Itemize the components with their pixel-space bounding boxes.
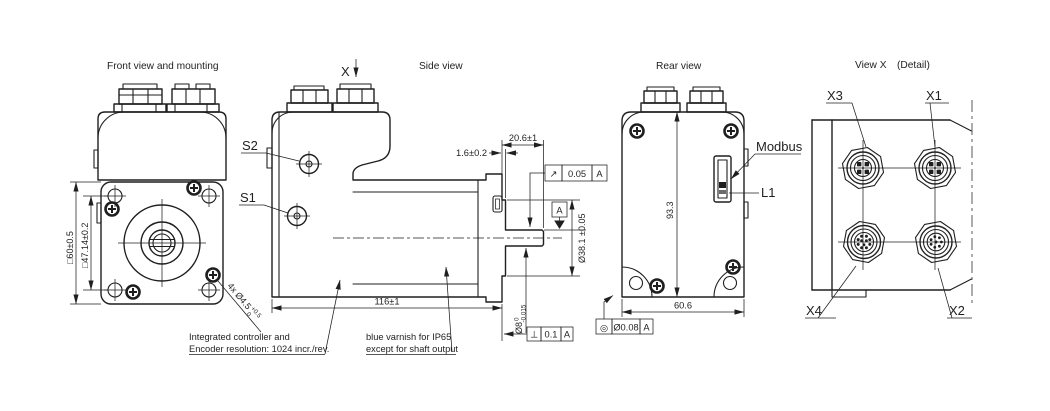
- rear-view: Rear view: [595, 61, 803, 335]
- gdt-concentricity-frame: ◎ Ø0.08 A: [595, 295, 654, 335]
- led-label: L1: [761, 185, 775, 200]
- side-tab: [743, 201, 749, 219]
- svg-text:A: A: [564, 330, 571, 340]
- m12-connector-icon: [286, 85, 333, 113]
- connector-x1: [913, 146, 957, 190]
- svg-text:0.05: 0.05: [568, 169, 586, 179]
- rear-dimensions: 93.3 60.6 ◎ Ø0.08 A: [595, 111, 745, 335]
- dim-height: 93.3: [665, 201, 675, 219]
- m12-connector-icon: [113, 83, 167, 113]
- connector-label-x4: X4: [806, 303, 822, 318]
- rotary-switch-s2: [296, 151, 322, 177]
- view-x-detail: View X (Detail): [805, 60, 973, 319]
- switch-label-s2: S2: [242, 138, 258, 153]
- detail-title: View X: [855, 60, 887, 71]
- side-outline: [271, 111, 545, 303]
- note-line: Encoder resolution: 1024 incr./rev.: [189, 344, 329, 354]
- runout-icon: ↗: [550, 169, 558, 179]
- note-line: except for shaft output: [366, 344, 458, 354]
- mounting-holes: [104, 185, 220, 301]
- m12-connector-icon: [640, 86, 681, 113]
- svg-text:A: A: [596, 169, 603, 179]
- svg-text:A: A: [643, 323, 650, 333]
- mounting-flange: [100, 181, 224, 305]
- side-tab: [743, 148, 749, 167]
- dim-pilot-dia: Ø38.1 ±0.05: [577, 214, 587, 263]
- front-view: Front view and mounting: [65, 61, 341, 355]
- svg-text:Ø0.08: Ø0.08: [613, 323, 638, 333]
- modbus-slot: [713, 155, 732, 203]
- m12-connector-icon: [166, 83, 220, 113]
- gdt-runout-frame: ↗ 0.05 A: [527, 164, 608, 228]
- switch-label-s1: S1: [240, 190, 256, 205]
- connector-x2: [914, 220, 958, 264]
- dim-pilot-depth: 1.6±0.2: [456, 148, 487, 158]
- dim-mounting-holes: 4x Ø4.5+0.50: [223, 281, 263, 325]
- rear-view-title: Rear view: [656, 61, 702, 72]
- led-l1: [719, 182, 726, 188]
- svg-text:0.1: 0.1: [545, 330, 558, 340]
- side-tab: [96, 202, 102, 224]
- front-housing: [97, 111, 227, 181]
- dim-shaft-length: 20.6±1: [509, 133, 537, 143]
- view-x-marker: X: [341, 64, 350, 79]
- gdt-perpendicularity-frame: ⊥ 0.1 A: [501, 304, 574, 342]
- dim-shaft-dia: Ø80-0.015: [514, 304, 528, 334]
- varnish-note: blue varnish for IP65 except for shaft o…: [366, 266, 458, 355]
- connector-x4: [842, 220, 886, 264]
- datum-label: A: [556, 206, 563, 216]
- dim-frame-size: □60±0.5: [65, 231, 75, 264]
- m12-connector-icon: [332, 83, 379, 113]
- side-dimensions: 1.6±0.2 20.6±1 ↗ 0.05 A A: [271, 133, 608, 342]
- side-view: Side view X: [239, 59, 608, 355]
- connector-x3: [841, 146, 885, 190]
- concentricity-icon: ◎: [600, 323, 608, 333]
- rear-outline: [621, 111, 745, 298]
- rotary-switch-s1: [284, 203, 310, 229]
- connector-label-x3: X3: [827, 88, 843, 103]
- screw-icons: [628, 123, 741, 294]
- front-view-title: Front view and mounting: [107, 61, 219, 72]
- note-line: blue varnish for IP65: [366, 332, 451, 342]
- dim-width: 60.6: [674, 301, 692, 311]
- side-tab: [93, 149, 99, 169]
- controller-note: Integrated controller and Encoder resolu…: [189, 279, 341, 355]
- dim-total-length: 116±1: [374, 297, 399, 307]
- note-line: Integrated controller and: [189, 332, 290, 342]
- m12-connector-icon: [686, 86, 727, 113]
- detail-outline: [811, 100, 973, 305]
- foot-arc: [621, 266, 653, 298]
- key-detail: [492, 195, 503, 213]
- modbus-label: Modbus: [756, 139, 803, 154]
- connector-label-x1: X1: [926, 88, 942, 103]
- datum-a: A: [544, 201, 586, 231]
- side-view-title: Side view: [419, 61, 463, 72]
- detail-title-suffix: (Detail): [897, 60, 930, 71]
- connector-label-x2: X2: [949, 303, 965, 318]
- dim-hole-spacing: □47.14±0.2: [80, 223, 90, 268]
- side-tab: [266, 147, 273, 169]
- perpendicularity-icon: ⊥: [530, 330, 538, 340]
- shaft-front: [118, 199, 206, 287]
- screw-icons: [104, 180, 221, 300]
